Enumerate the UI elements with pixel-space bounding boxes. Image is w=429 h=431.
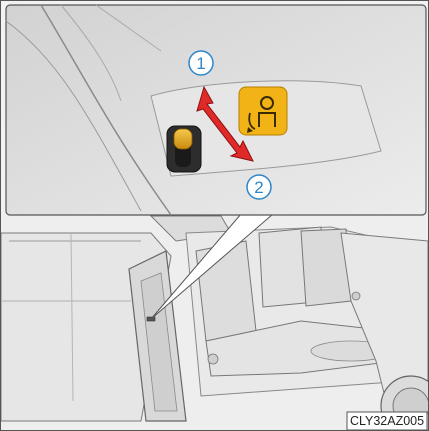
callout-1-label: 1 [196,54,205,73]
callout-2: 2 [247,175,271,199]
figure-code: CLY32AZ005 [350,414,424,428]
detail-inset [6,5,426,215]
figure-code-box: CLY32AZ005 [347,412,427,430]
car-scene [1,211,428,430]
callout-1: 1 [189,51,213,75]
seat-warning-label-icon [239,87,287,135]
child-lock-lever-icon [167,126,201,172]
callout-2-label: 2 [254,178,263,197]
